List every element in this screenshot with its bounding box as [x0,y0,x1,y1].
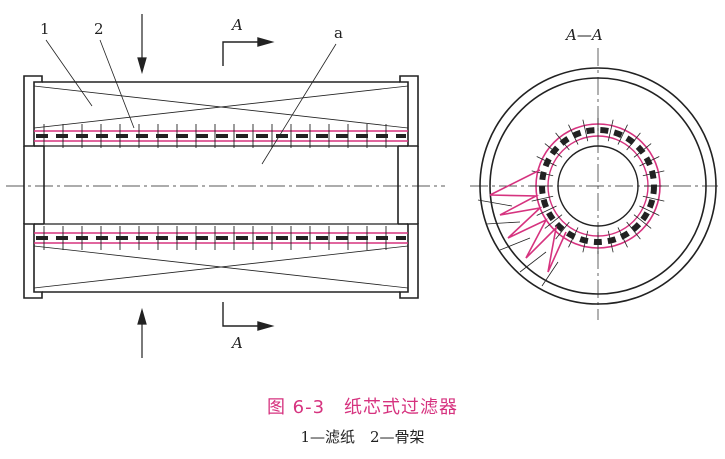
radial-tick [568,124,579,145]
radial-tick [536,156,557,167]
radial-tick [642,195,665,202]
filter-paper-hatching [33,85,409,289]
section-top-label: A [230,16,243,34]
cavity-label: a [334,24,343,42]
section-view-label: A—A [564,26,603,44]
radial-tick [544,143,563,158]
radial-tick [633,143,652,158]
center-lines [6,48,718,320]
right-end-cap-bottom [399,223,419,299]
longitudinal-section [23,75,419,299]
arrow-up-icon [137,307,147,325]
radial-tick [607,119,614,142]
flow-arrows [137,14,147,358]
skeleton-bottom [34,226,408,250]
radial-tick [626,132,641,151]
radial-tick [555,132,570,151]
radial-tick [544,214,563,229]
radial-tick [617,124,628,145]
leader-lines [45,39,337,165]
filter-drawing: 1 2 a A A A—A [6,14,718,358]
section-markers [222,37,275,331]
radial-tick [617,227,628,248]
part1-label: 1 [40,20,50,38]
arrow-down-icon [137,57,147,75]
pleated-filter-paper [489,169,567,273]
radial-tick [639,205,660,216]
skeleton-top [34,124,408,148]
radial-tick [633,214,652,229]
radial-tick [555,221,570,240]
radial-tick [607,230,614,253]
radial-tick [639,156,660,167]
radial-tick [582,230,589,253]
radial-tick [531,195,554,202]
radial-tick [536,205,557,216]
left-end-cap-bottom [23,223,43,299]
figure-legend: 1—滤纸 2—骨架 [300,428,425,446]
radial-tick [626,221,641,240]
section-bottom-label: A [230,334,243,352]
cross-section [477,67,717,305]
radial-tick [568,227,579,248]
radial-tick [642,170,665,177]
radial-tick [582,119,589,142]
part2-label: 2 [94,20,104,38]
figure-title: 图 6-3 纸芯式过滤器 [266,397,459,418]
